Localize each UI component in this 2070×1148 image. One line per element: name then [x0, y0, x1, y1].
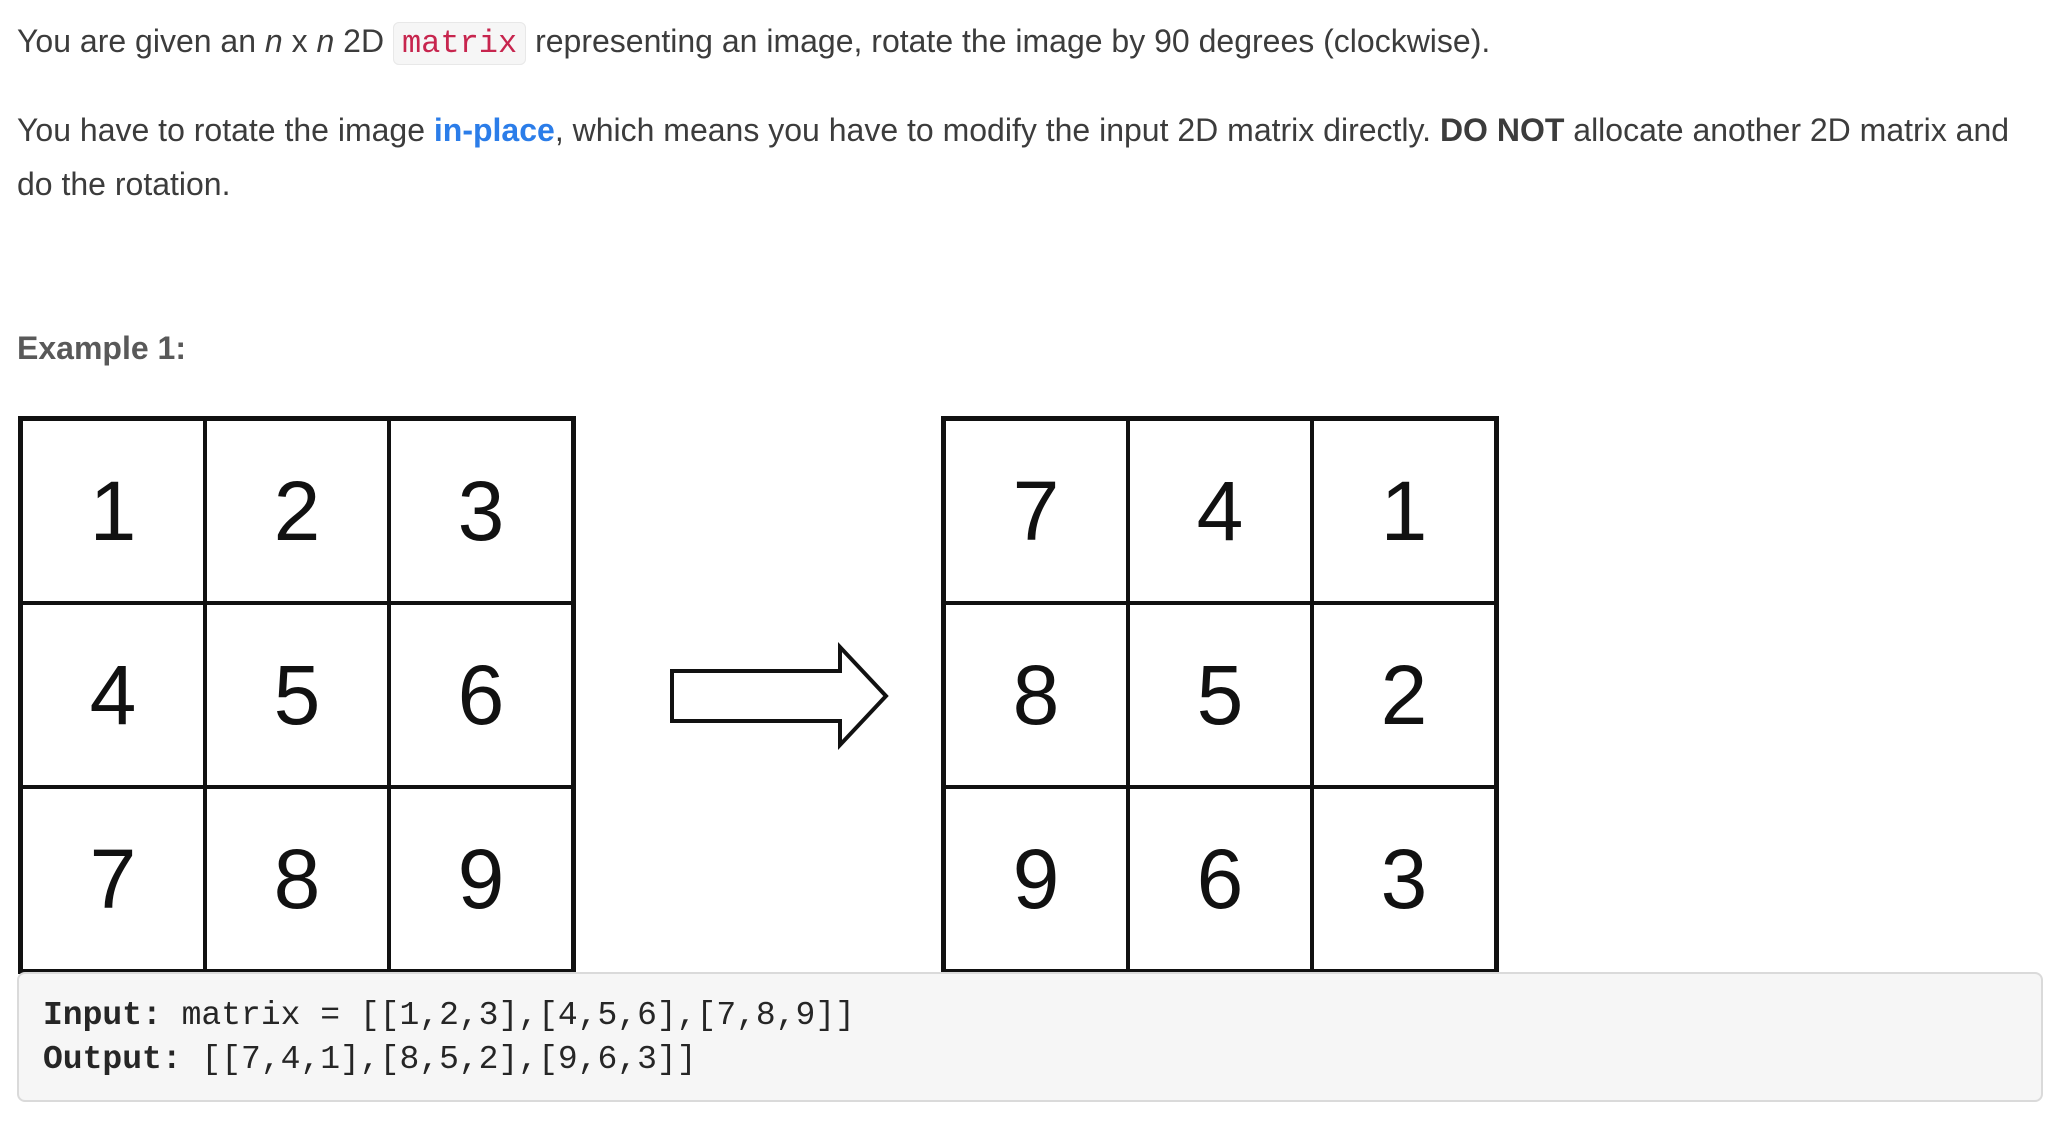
problem-paragraph-1: You are given an n x n 2D matrix represe… [17, 14, 2017, 71]
example-code-block: Input: matrix = [[1,2,3],[4,5,6],[7,8,9]… [17, 972, 2043, 1102]
input-cell: 7 [21, 787, 205, 971]
output-value: [[7,4,1],[8,5,2],[9,6,3]] [181, 1041, 697, 1078]
input-label: Input: [43, 997, 162, 1034]
output-cell: 8 [944, 603, 1128, 787]
input-cell: 5 [205, 603, 389, 787]
output-cell: 3 [1312, 787, 1496, 971]
p2-text-after: allocate another 2D matrix and do the ro… [17, 112, 2010, 202]
example-title: Example 1: [17, 330, 186, 366]
right-arrow-outline-icon [670, 641, 889, 751]
output-cell: 6 [1128, 787, 1312, 971]
n-variable: n [316, 23, 335, 59]
input-line: Input: matrix = [[1,2,3],[4,5,6],[7,8,9]… [43, 994, 2041, 1038]
output-cell: 1 [1312, 419, 1496, 603]
output-cell: 2 [1312, 603, 1496, 787]
output-cell: 7 [944, 419, 1128, 603]
problem-paragraph-2: You have to rotate the image in-place, w… [17, 103, 2037, 211]
input-cell: 1 [21, 419, 205, 603]
in-place-link[interactable]: in-place [433, 112, 555, 148]
inline-code-matrix: matrix [392, 22, 527, 65]
p1-times: x [282, 23, 317, 59]
input-cell: 8 [205, 787, 389, 971]
input-cell: 9 [389, 787, 573, 971]
p2-text-before: You have to rotate the image [17, 112, 434, 148]
input-cell: 3 [389, 419, 573, 603]
output-line: Output: [[7,4,1],[8,5,2],[9,6,3]] [43, 1038, 2041, 1082]
do-not-emphasis: DO NOT [1439, 112, 1565, 148]
output-cell: 9 [944, 787, 1128, 971]
input-cell: 6 [389, 603, 573, 787]
input-cell: 2 [205, 419, 389, 603]
p1-text-mid: 2D [334, 23, 393, 59]
output-label: Output: [43, 1041, 182, 1078]
n-variable: n [264, 23, 283, 59]
input-cell: 4 [21, 603, 205, 787]
p1-text-before: You are given an [17, 23, 265, 59]
output-cell: 4 [1128, 419, 1312, 603]
p1-text-after: representing an image, rotate the image … [526, 23, 1491, 59]
p2-text-mid: , which means you have to modify the inp… [554, 112, 1440, 148]
input-value: matrix = [[1,2,3],[4,5,6],[7,8,9]] [161, 997, 855, 1034]
output-cell: 5 [1128, 603, 1312, 787]
